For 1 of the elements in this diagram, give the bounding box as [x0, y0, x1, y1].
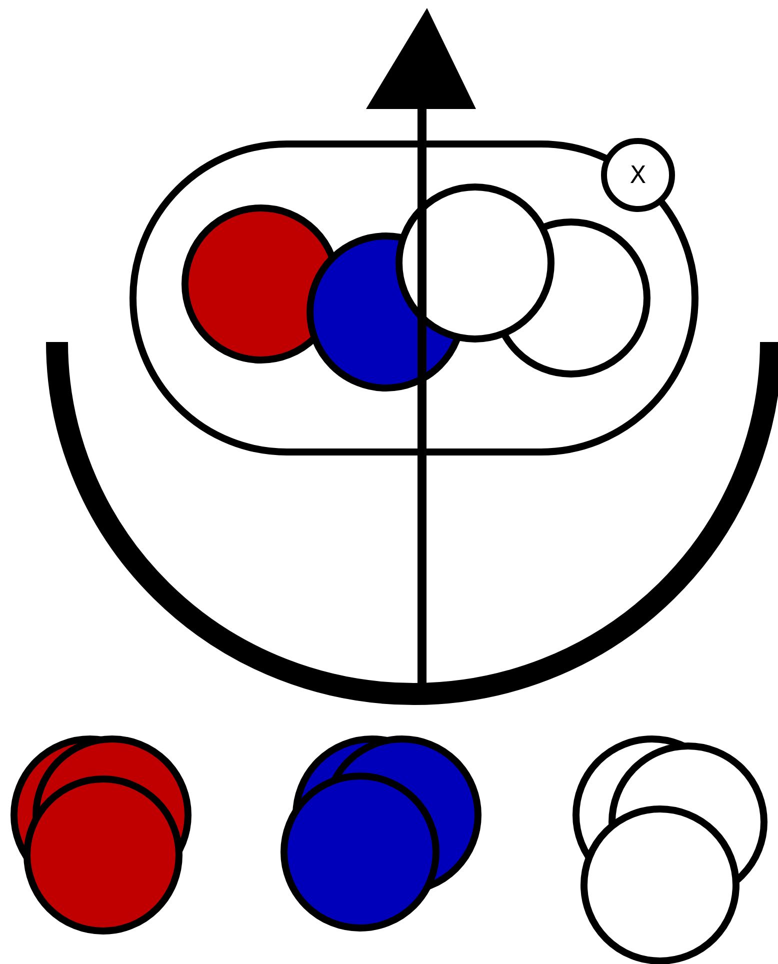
node-label: X: [630, 163, 646, 187]
